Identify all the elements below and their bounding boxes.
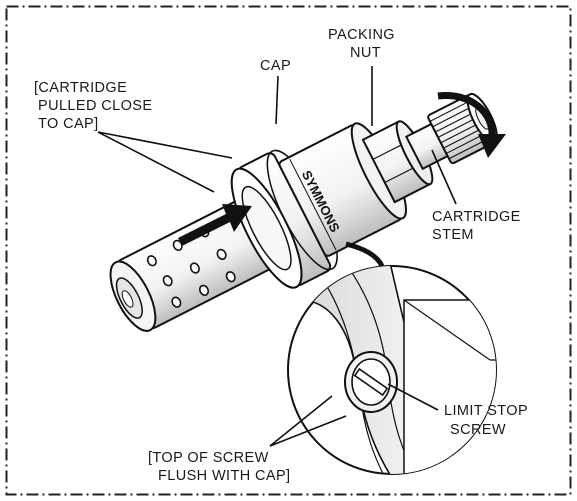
push-arrow [178,204,252,246]
rotation-arrow [437,92,506,158]
perforated-sleeve [109,196,281,332]
zoom-connector [345,241,385,268]
label-top-of-screw-line1: [TOP OF SCREW [148,450,269,466]
label-limit-stop-screw-line2: SCREW [450,422,506,438]
label-cartridge-pulled-line2: PULLED CLOSE [38,98,152,114]
cartridge-assembly: SYMMONS [109,92,498,332]
label-cartridge-pulled-line1: [CARTRIDGE [34,80,127,96]
limit-stop-screw [344,351,398,413]
zoom-detail [287,241,497,475]
frame-border [5,5,572,496]
callout-labels: PACKING NUT CAP [CARTRIDGE PULLED CLOSE … [34,27,528,484]
label-cartridge-pulled-line3: TO CAP] [38,116,99,132]
label-packing-nut-line1: PACKING [328,27,395,43]
label-top-of-screw-line2: FLUSH WITH CAP] [158,468,290,484]
label-cartridge-stem-line1: CARTRIDGE [432,209,521,225]
label-cartridge-stem-line2: STEM [432,227,474,243]
label-limit-stop-screw-line1: LIMIT STOP [444,403,528,419]
leader-lines [97,66,457,447]
label-cap: CAP [260,58,291,74]
label-packing-nut-line2: NUT [350,45,381,61]
